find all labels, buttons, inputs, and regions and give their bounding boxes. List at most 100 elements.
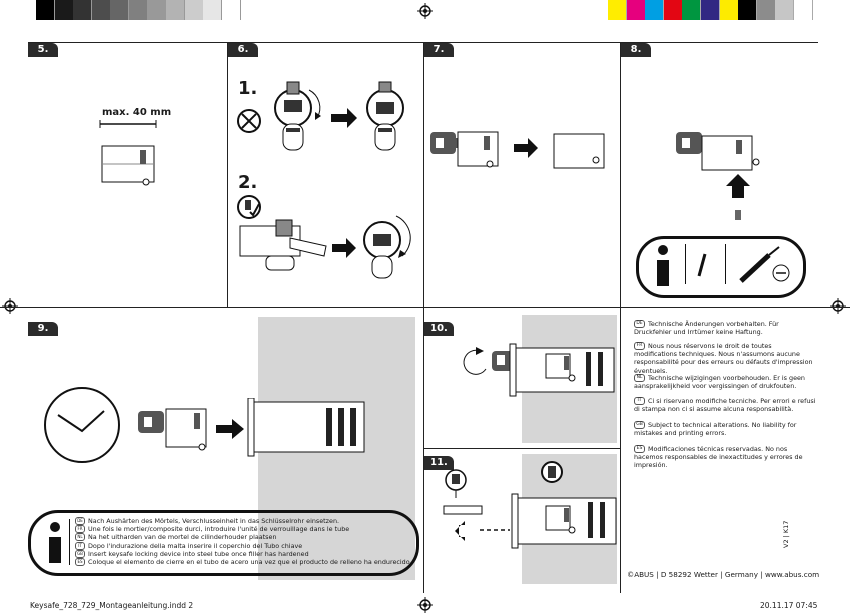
gray-swatch	[36, 0, 55, 20]
step-11-badge: 11.	[424, 456, 454, 470]
divider	[620, 42, 621, 593]
language-flag-icon: IT	[75, 541, 85, 550]
divider	[227, 42, 228, 307]
registration-mark-icon	[830, 298, 846, 314]
cylinder-rotate-illustration	[274, 81, 404, 151]
language-flag-icon: DE	[75, 517, 85, 525]
language-flag-icon: NL	[75, 533, 85, 542]
footer-date: 20.11.17 07:45	[760, 601, 818, 610]
max-depth-label: max. 40 mm	[102, 107, 172, 118]
info-line-text: Insert keysafe locking device into steel…	[88, 549, 309, 558]
key-check-icon	[237, 195, 261, 219]
color-swatch	[645, 0, 665, 20]
note-text: Nous nous réservons le droit de toutes m…	[634, 342, 813, 375]
language-flag-icon: GB	[75, 549, 85, 558]
gray-swatch	[110, 0, 130, 20]
insert-screw-illustration	[676, 132, 760, 220]
divider	[725, 244, 726, 284]
info-icon	[49, 522, 61, 563]
language-flag-icon: FR	[75, 525, 85, 534]
color-swatch	[794, 0, 813, 20]
gray-swatch	[91, 0, 111, 20]
remove-key-illustration	[443, 469, 510, 541]
divider	[69, 519, 70, 565]
note-text: Subject to technical alterations. No lia…	[634, 421, 797, 438]
insert-lock-illustration	[138, 408, 244, 451]
gray-swatch	[203, 0, 223, 20]
color-swatch	[719, 0, 739, 20]
language-flag-icon: GB	[634, 421, 645, 429]
language-flag-icon: NL	[634, 374, 645, 382]
no-key-icon	[237, 109, 261, 133]
version-label: V2 | K17	[782, 520, 790, 548]
gray-swatch	[166, 0, 186, 20]
divider	[423, 448, 620, 449]
gray-swatch	[129, 0, 148, 20]
remove-plug-illustration	[430, 131, 605, 169]
language-flag-icon: DE	[634, 320, 645, 328]
step-8-badge: 8.	[621, 43, 651, 57]
info-icon	[657, 245, 669, 286]
info-line-text: Na het uitharden van de mortel de cilind…	[88, 533, 277, 542]
frame-middle	[0, 307, 850, 308]
gray-swatch	[54, 0, 74, 20]
color-swatch	[608, 0, 627, 20]
closed-keysafe-illustration	[511, 461, 617, 549]
registration-mark-icon	[2, 298, 18, 314]
color-swatch	[756, 0, 776, 20]
cylinder-measure-illustration	[99, 120, 157, 186]
tool-info-box	[636, 236, 806, 298]
color-swatch	[626, 0, 646, 20]
note-text: Technische wijzigingen voorbehouden. Er …	[634, 374, 805, 391]
color-swatch	[775, 0, 795, 20]
footer-file: Keysafe_728_729_Montageanleitung.indd 2	[30, 601, 194, 610]
language-flag-icon: ES	[75, 558, 85, 567]
divider	[423, 42, 424, 593]
sub-step-2: 2.	[238, 172, 258, 193]
registration-mark-icon	[417, 3, 433, 19]
divider	[685, 244, 686, 284]
step-5-badge: 5.	[28, 43, 58, 57]
step-9-badge: 9.	[28, 322, 58, 336]
gray-swatch	[147, 0, 167, 20]
color-swatch	[682, 0, 702, 20]
cylinder-install-illustration	[239, 215, 411, 279]
steel-tube-illustration	[247, 398, 365, 457]
screwdriver-icon	[739, 246, 790, 283]
note-text: Ci si riservano modifiche tecniche. Per …	[634, 397, 816, 414]
installed-lock-illustration	[509, 343, 615, 397]
info-line-text: Coloque el elemento de cierre en el tubo…	[88, 558, 410, 567]
info-line-text: Une fois le mortier/composite durci, int…	[88, 525, 350, 534]
info-line-text: Nach Aushärten des Mörtels, Verschlussei…	[88, 517, 340, 525]
language-flag-icon: IT	[634, 397, 645, 405]
sub-step-1: 1.	[238, 78, 258, 99]
step-6-badge: 6.	[228, 43, 258, 57]
language-flag-icon: FR	[634, 342, 645, 350]
company-line: ©ABUS | D 58292 Wetter | Germany | www.a…	[627, 570, 820, 579]
gray-swatch	[222, 0, 241, 20]
color-swatch	[738, 0, 758, 20]
gray-swatch	[73, 0, 93, 20]
note-text: Modificaciones técnicas reservadas. No n…	[634, 445, 803, 470]
rotate-key-illustration	[463, 347, 514, 375]
clock-icon	[44, 387, 120, 463]
step-7-badge: 7.	[424, 43, 454, 57]
note-text: Technische Änderungen vorbehalten. Für D…	[634, 320, 779, 337]
color-swatch	[701, 0, 720, 20]
gray-swatch	[184, 0, 204, 20]
step-10-badge: 10.	[424, 322, 454, 336]
color-swatch	[663, 0, 683, 20]
